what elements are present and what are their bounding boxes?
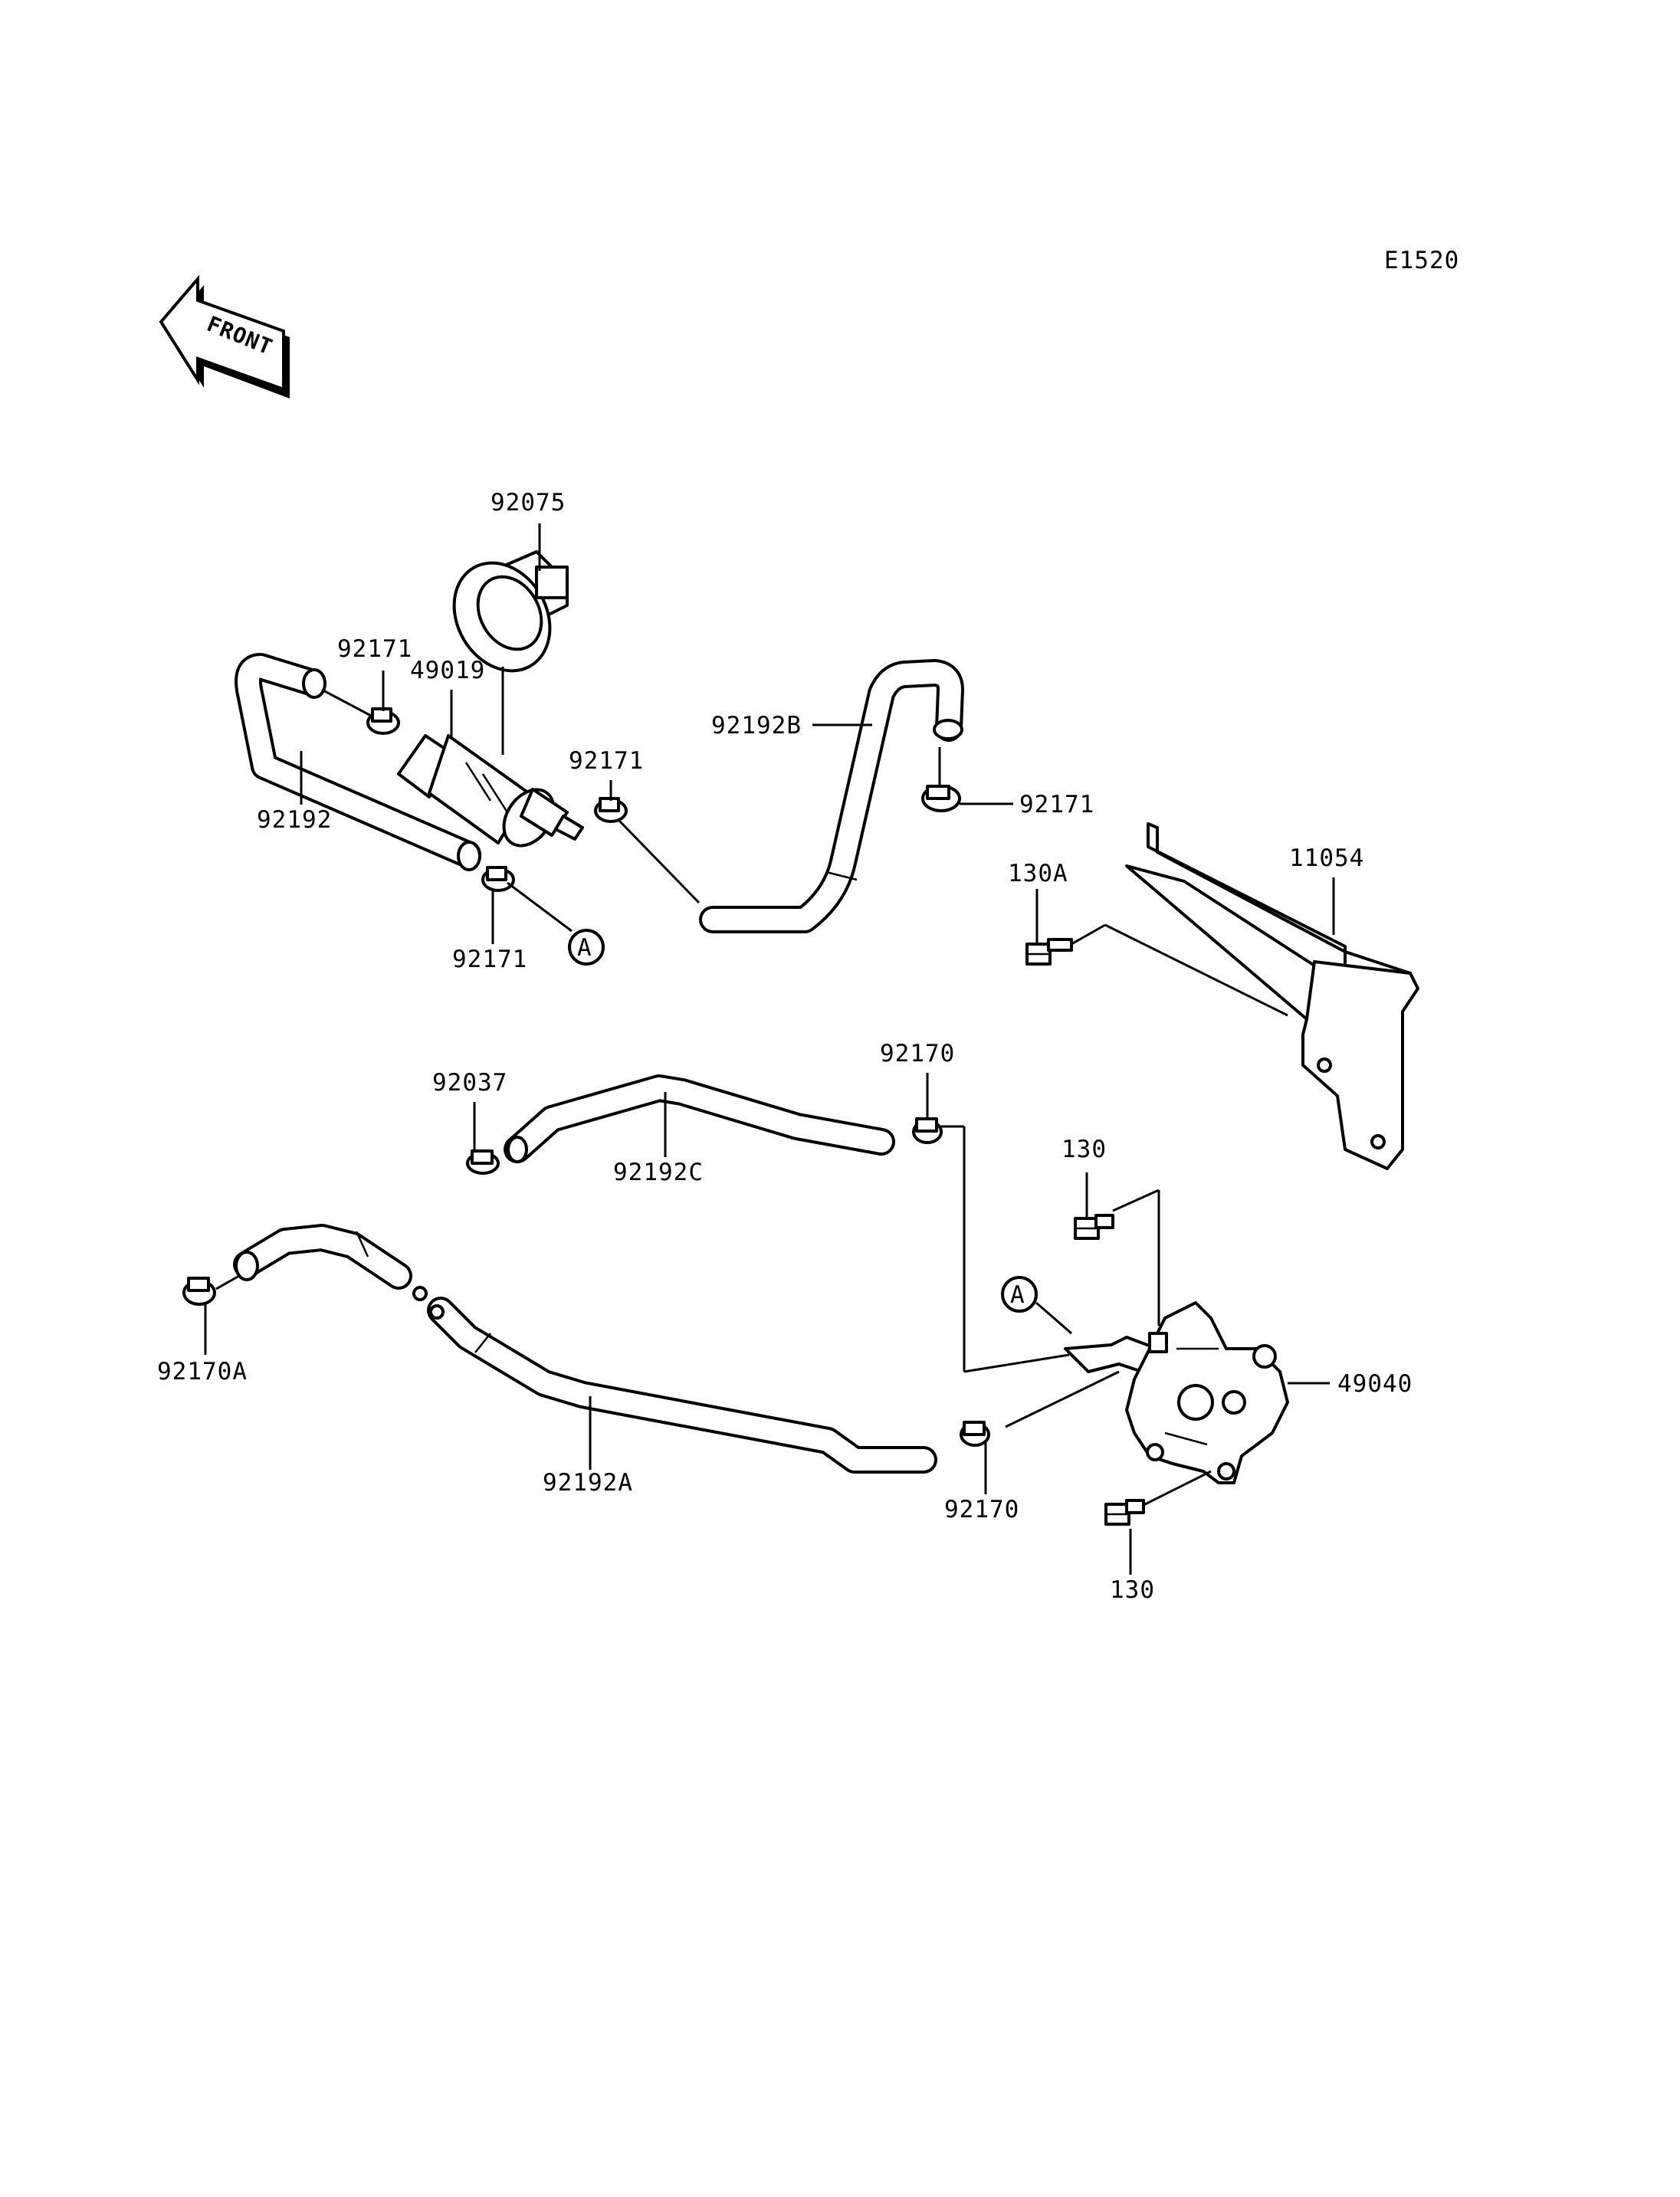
hose-92192 — [235, 653, 481, 871]
label-92192B: 92192B — [711, 712, 802, 739]
label-92170-a: 92170 — [880, 1040, 955, 1067]
hose-clamp-92037 — [466, 1149, 500, 1175]
label-92192: 92192 — [257, 806, 332, 834]
label-92171-b: 92171 — [569, 747, 644, 775]
label-92171-c: 92171 — [452, 946, 527, 973]
callout-a-upper — [568, 929, 605, 966]
label-49040: 49040 — [1337, 1370, 1413, 1398]
hose-clamp-92171-c — [481, 866, 515, 892]
label-92075: 92075 — [491, 489, 566, 516]
fuel-filter-49019 — [397, 734, 584, 848]
hose-clamp-92171-d — [921, 785, 961, 812]
diagram-code: E1520 — [1384, 247, 1459, 274]
label-92171-a: 92171 — [337, 635, 412, 663]
hose-clamp-92170-b — [960, 1421, 990, 1447]
hose-clamp-92171-a — [366, 707, 400, 735]
hose-92192A — [233, 1224, 937, 1474]
hose-92192B — [699, 659, 964, 933]
label-92170-b: 92170 — [944, 1496, 1019, 1523]
hose-clamp-92170A — [182, 1277, 216, 1306]
label-130A: 130A — [1008, 860, 1068, 887]
filter-band-92075 — [452, 550, 569, 673]
bolt-130-upper — [1074, 1214, 1114, 1240]
hose-92192C — [504, 1074, 895, 1163]
label-49019: 49019 — [410, 657, 485, 684]
hose-clamp-92171-b — [594, 797, 628, 823]
front-arrow-icon: FRONT — [159, 274, 290, 398]
bolt-130A — [1025, 938, 1073, 966]
callout-a-lower-label: A — [1010, 1281, 1025, 1309]
callout-a-lower — [1001, 1276, 1038, 1313]
callout-a-upper-label: A — [577, 934, 592, 962]
label-92192A: 92192A — [543, 1469, 633, 1497]
label-92192C: 92192C — [613, 1159, 704, 1186]
hose-clamp-92170-a — [912, 1117, 943, 1144]
label-92171-d: 92171 — [1019, 791, 1094, 818]
bracket-11054 — [1125, 822, 1419, 1170]
label-130-upper: 130 — [1061, 1136, 1107, 1163]
fuel-pump-49040 — [1064, 1301, 1289, 1484]
label-92170A: 92170A — [157, 1358, 248, 1385]
label-92037: 92037 — [432, 1069, 507, 1097]
label-130-lower: 130 — [1110, 1576, 1155, 1604]
bolt-130-lower — [1104, 1499, 1145, 1526]
label-11054: 11054 — [1289, 844, 1364, 872]
